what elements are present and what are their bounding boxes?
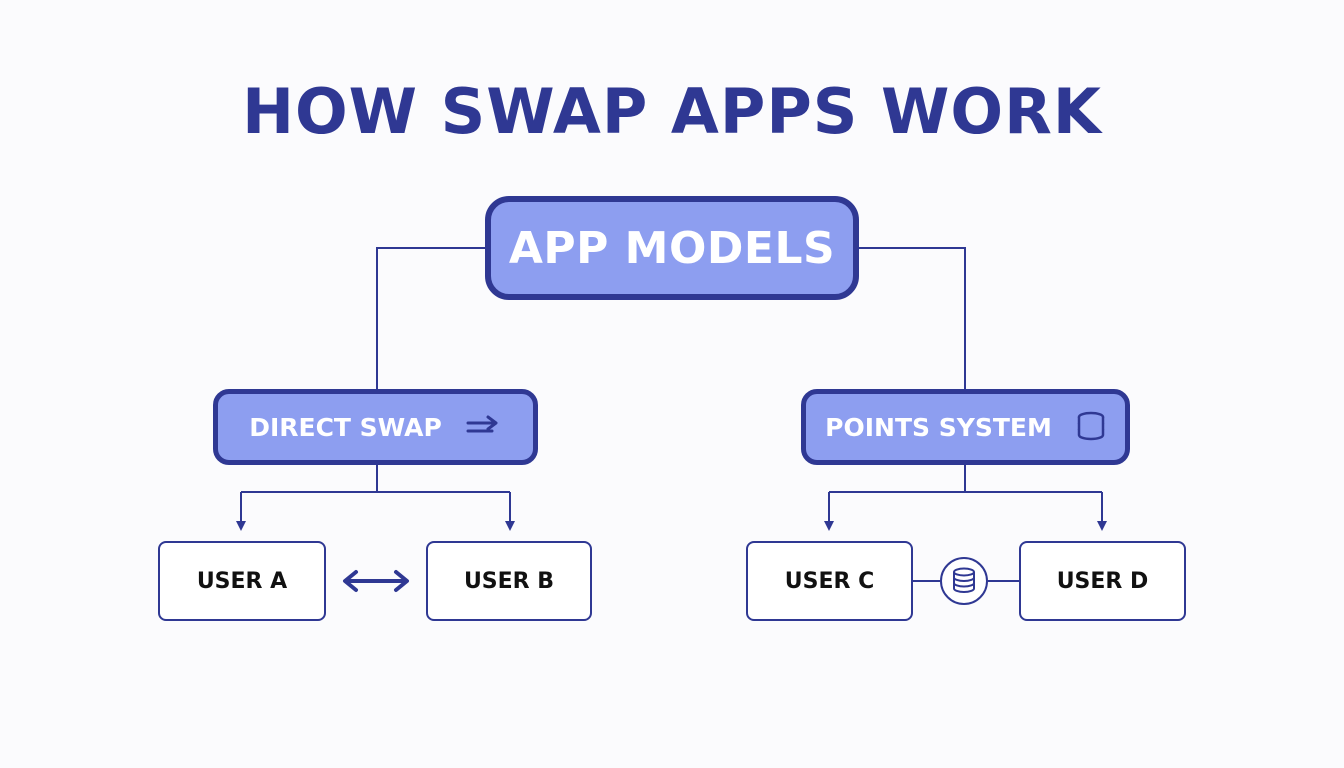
category-label-points-system: POINTS SYSTEM xyxy=(825,412,1052,442)
connector-root-points-system xyxy=(859,247,966,389)
arrows-right-icon xyxy=(466,415,502,439)
coin-stack-icon xyxy=(1076,411,1106,443)
user-node-a: USER A xyxy=(158,541,326,621)
root-node-app-models: APP MODELS xyxy=(485,196,859,300)
user-label-d: USER D xyxy=(1056,568,1149,594)
coin-badge xyxy=(940,557,988,605)
user-node-c: USER C xyxy=(746,541,913,621)
root-node-label: APP MODELS xyxy=(508,222,836,274)
user-label-c: USER C xyxy=(784,568,875,594)
double-arrow-icon xyxy=(340,568,412,599)
user-label-b: USER B xyxy=(463,568,555,594)
user-node-d: USER D xyxy=(1019,541,1186,621)
connector-root-direct-swap xyxy=(376,247,485,389)
category-node-direct-swap: DIRECT SWAP xyxy=(213,389,538,465)
coin-stack-icon xyxy=(951,567,977,595)
connector-direct-swap-users xyxy=(241,465,510,493)
category-label-direct-swap: DIRECT SWAP xyxy=(249,412,442,442)
user-label-a: USER A xyxy=(196,568,288,594)
diagram-title: HOW SWAP APPS WORK xyxy=(242,75,1102,148)
connector-points-system-users xyxy=(829,465,1102,493)
category-node-points-system: POINTS SYSTEM xyxy=(801,389,1130,465)
user-node-b: USER B xyxy=(426,541,592,621)
